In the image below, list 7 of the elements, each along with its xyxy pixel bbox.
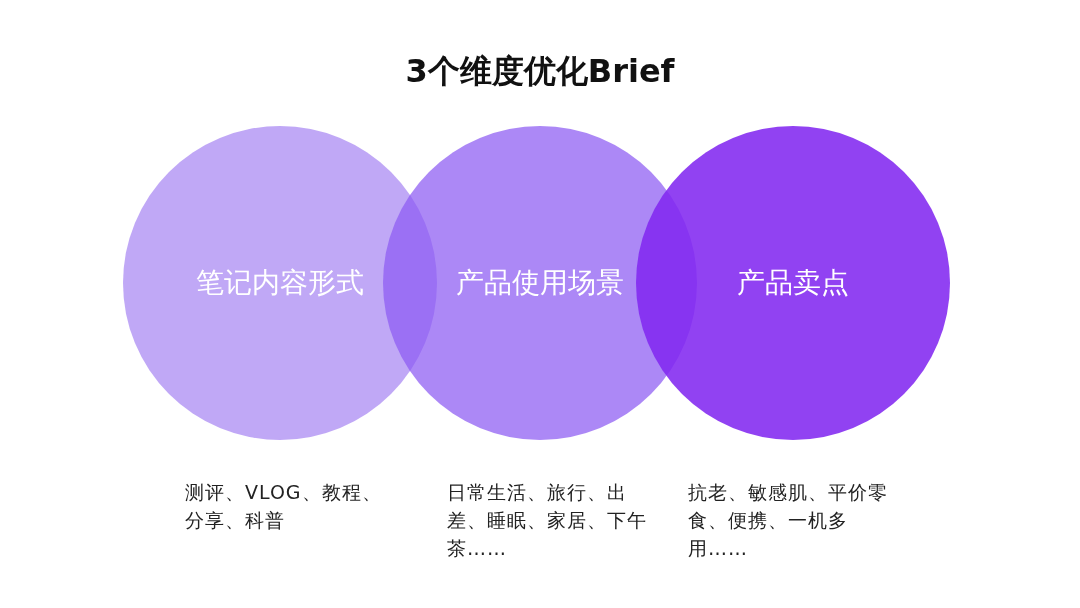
description-text: 测评、VLOG、教程、分享、科普 — [185, 480, 383, 533]
description-text: 抗老、敏感肌、平价零食、便携、一机多用…… — [688, 480, 889, 561]
description-text: 日常生活、旅行、出差、睡眠、家居、下午茶…… — [447, 480, 647, 561]
circle-label: 笔记内容形式 — [196, 265, 364, 301]
title: 3个维度优化Brief — [404, 51, 676, 92]
circle-label: 产品卖点 — [737, 265, 849, 301]
circle-label: 产品使用场景 — [456, 265, 624, 301]
